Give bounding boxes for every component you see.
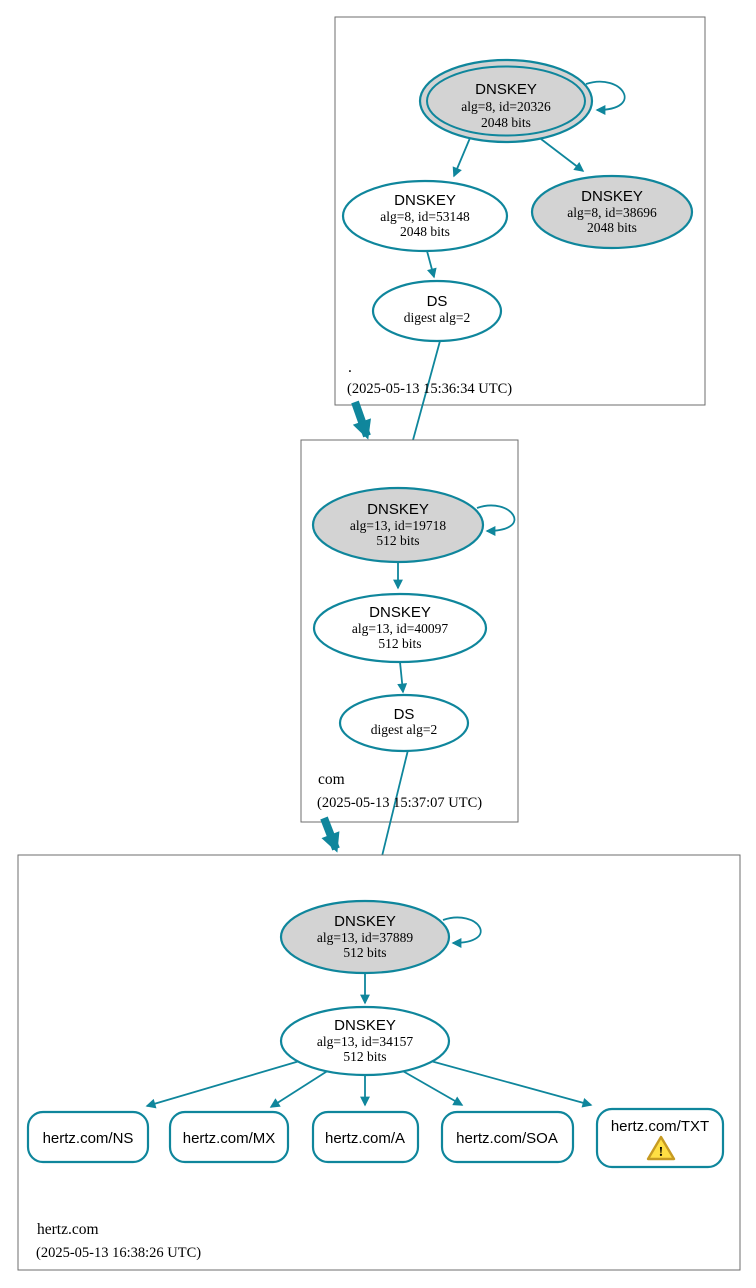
node-bits: 512 bits [378, 636, 421, 651]
rrset-label: hertz.com/NS [43, 1130, 134, 1147]
zone-root: DNSKEY alg=8, id=20326 2048 bits DNSKEY … [334, 16, 706, 486]
rrset-label: hertz.com/SOA [456, 1130, 558, 1147]
node-alg: alg=8, id=53148 [380, 209, 470, 224]
edge-delegation-com-to-hertz [320, 816, 340, 853]
node-rrset-hertz-soa[interactable]: hertz.com/SOA [440, 1110, 575, 1164]
zone-timestamp-hertz-com: (2025-05-13 16:38:26 UTC) [36, 1245, 201, 1261]
node-root-ds[interactable]: DS digest alg=2 [371, 279, 503, 343]
zone-hertz-com: DNSKEY alg=13, id=37889 512 bits DNSKEY … [17, 854, 741, 1271]
rrset-label: hertz.com/MX [183, 1130, 276, 1147]
edge-hertz-zsk-to-txt [426, 1059, 593, 1108]
node-hertz-ksk-37889[interactable]: DNSKEY alg=13, id=37889 512 bits [279, 899, 451, 975]
edge-root-ksk-self-sign [585, 80, 626, 115]
zone-timestamp-root: (2025-05-13 15:36:34 UTC) [347, 381, 512, 397]
node-root-ksk-20326[interactable]: DNSKEY alg=8, id=20326 2048 bits [418, 58, 594, 144]
node-alg: alg=13, id=40097 [352, 621, 448, 636]
node-root-zsk-53148[interactable]: DNSKEY alg=8, id=53148 2048 bits [341, 179, 509, 253]
node-alg: alg=8, id=20326 [461, 99, 551, 114]
node-alg: alg=13, id=37889 [317, 930, 413, 945]
edge-root-zsk-to-ds [426, 250, 437, 279]
edge-root-ksk-to-zsk [452, 137, 471, 178]
node-title: DNSKEY [394, 192, 456, 209]
rrset-label: hertz.com/A [325, 1130, 405, 1147]
zone-label-hertz-com: hertz.com [37, 1221, 99, 1238]
node-rrset-hertz-mx[interactable]: hertz.com/MX [168, 1110, 290, 1164]
node-alg: alg=8, id=38696 [567, 205, 657, 220]
node-bits: 512 bits [376, 533, 419, 548]
node-title: DNSKEY [581, 188, 643, 205]
node-bits: 512 bits [343, 945, 386, 960]
zone-com: DNSKEY alg=13, id=19718 512 bits DNSKEY … [300, 439, 519, 899]
node-title: DNSKEY [475, 81, 537, 98]
node-root-ksk-38696[interactable]: DNSKEY alg=8, id=38696 2048 bits [530, 174, 694, 250]
node-title: DS [394, 706, 415, 723]
node-com-zsk-40097[interactable]: DNSKEY alg=13, id=40097 512 bits [312, 592, 488, 664]
zone-timestamp-com: (2025-05-13 15:37:07 UTC) [317, 795, 482, 811]
rrset-label: hertz.com/TXT [611, 1118, 709, 1135]
edge-hertz-ksk-self-sign [442, 916, 482, 948]
node-title: DNSKEY [367, 501, 429, 518]
node-rrset-hertz-txt[interactable]: hertz.com/TXT ! [595, 1107, 725, 1169]
node-bits: 2048 bits [587, 220, 637, 235]
edge-hertz-zsk-to-soa [400, 1069, 464, 1106]
edge-hertz-zsk-to-mx [269, 1069, 330, 1108]
node-title: DS [427, 293, 448, 310]
node-title: DNSKEY [334, 1017, 396, 1034]
node-digest: digest alg=2 [371, 722, 437, 737]
edge-com-ksk-self-sign [476, 504, 516, 536]
node-com-ksk-19718[interactable]: DNSKEY alg=13, id=19718 512 bits [311, 486, 485, 564]
node-title: DNSKEY [369, 604, 431, 621]
edge-delegation-root-to-com [351, 400, 371, 440]
node-bits: 512 bits [343, 1049, 386, 1064]
edge-hertz-zsk-to-ns [145, 1059, 304, 1109]
edge-com-zsk-to-ds [397, 661, 408, 694]
zone-label-root: . [348, 359, 352, 376]
node-alg: alg=13, id=19718 [350, 518, 446, 533]
node-bits: 2048 bits [400, 224, 450, 239]
zone-label-com: com [318, 771, 345, 788]
node-title: DNSKEY [334, 913, 396, 930]
node-digest: digest alg=2 [404, 310, 470, 325]
node-rrset-hertz-a[interactable]: hertz.com/A [311, 1110, 420, 1164]
warning-icon[interactable]: ! [646, 1135, 676, 1161]
node-hertz-zsk-34157[interactable]: DNSKEY alg=13, id=34157 512 bits [279, 1005, 451, 1077]
warning-glyph: ! [659, 1145, 664, 1160]
node-com-ds[interactable]: DS digest alg=2 [338, 693, 470, 753]
node-rrset-hertz-ns[interactable]: hertz.com/NS [26, 1110, 150, 1164]
edge-root-ksk-to-ksk2 [540, 138, 585, 172]
node-alg: alg=13, id=34157 [317, 1034, 413, 1049]
node-bits: 2048 bits [481, 115, 531, 130]
